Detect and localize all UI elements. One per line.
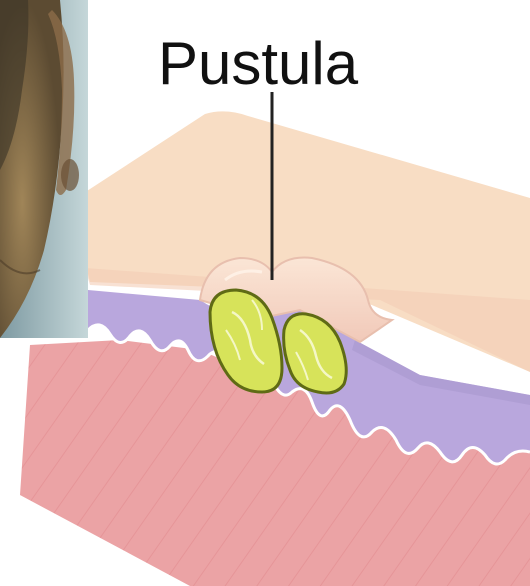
skin-block: [20, 111, 530, 586]
face-cheek-photo: [0, 0, 88, 338]
pustule-label: Pustula: [158, 30, 359, 97]
